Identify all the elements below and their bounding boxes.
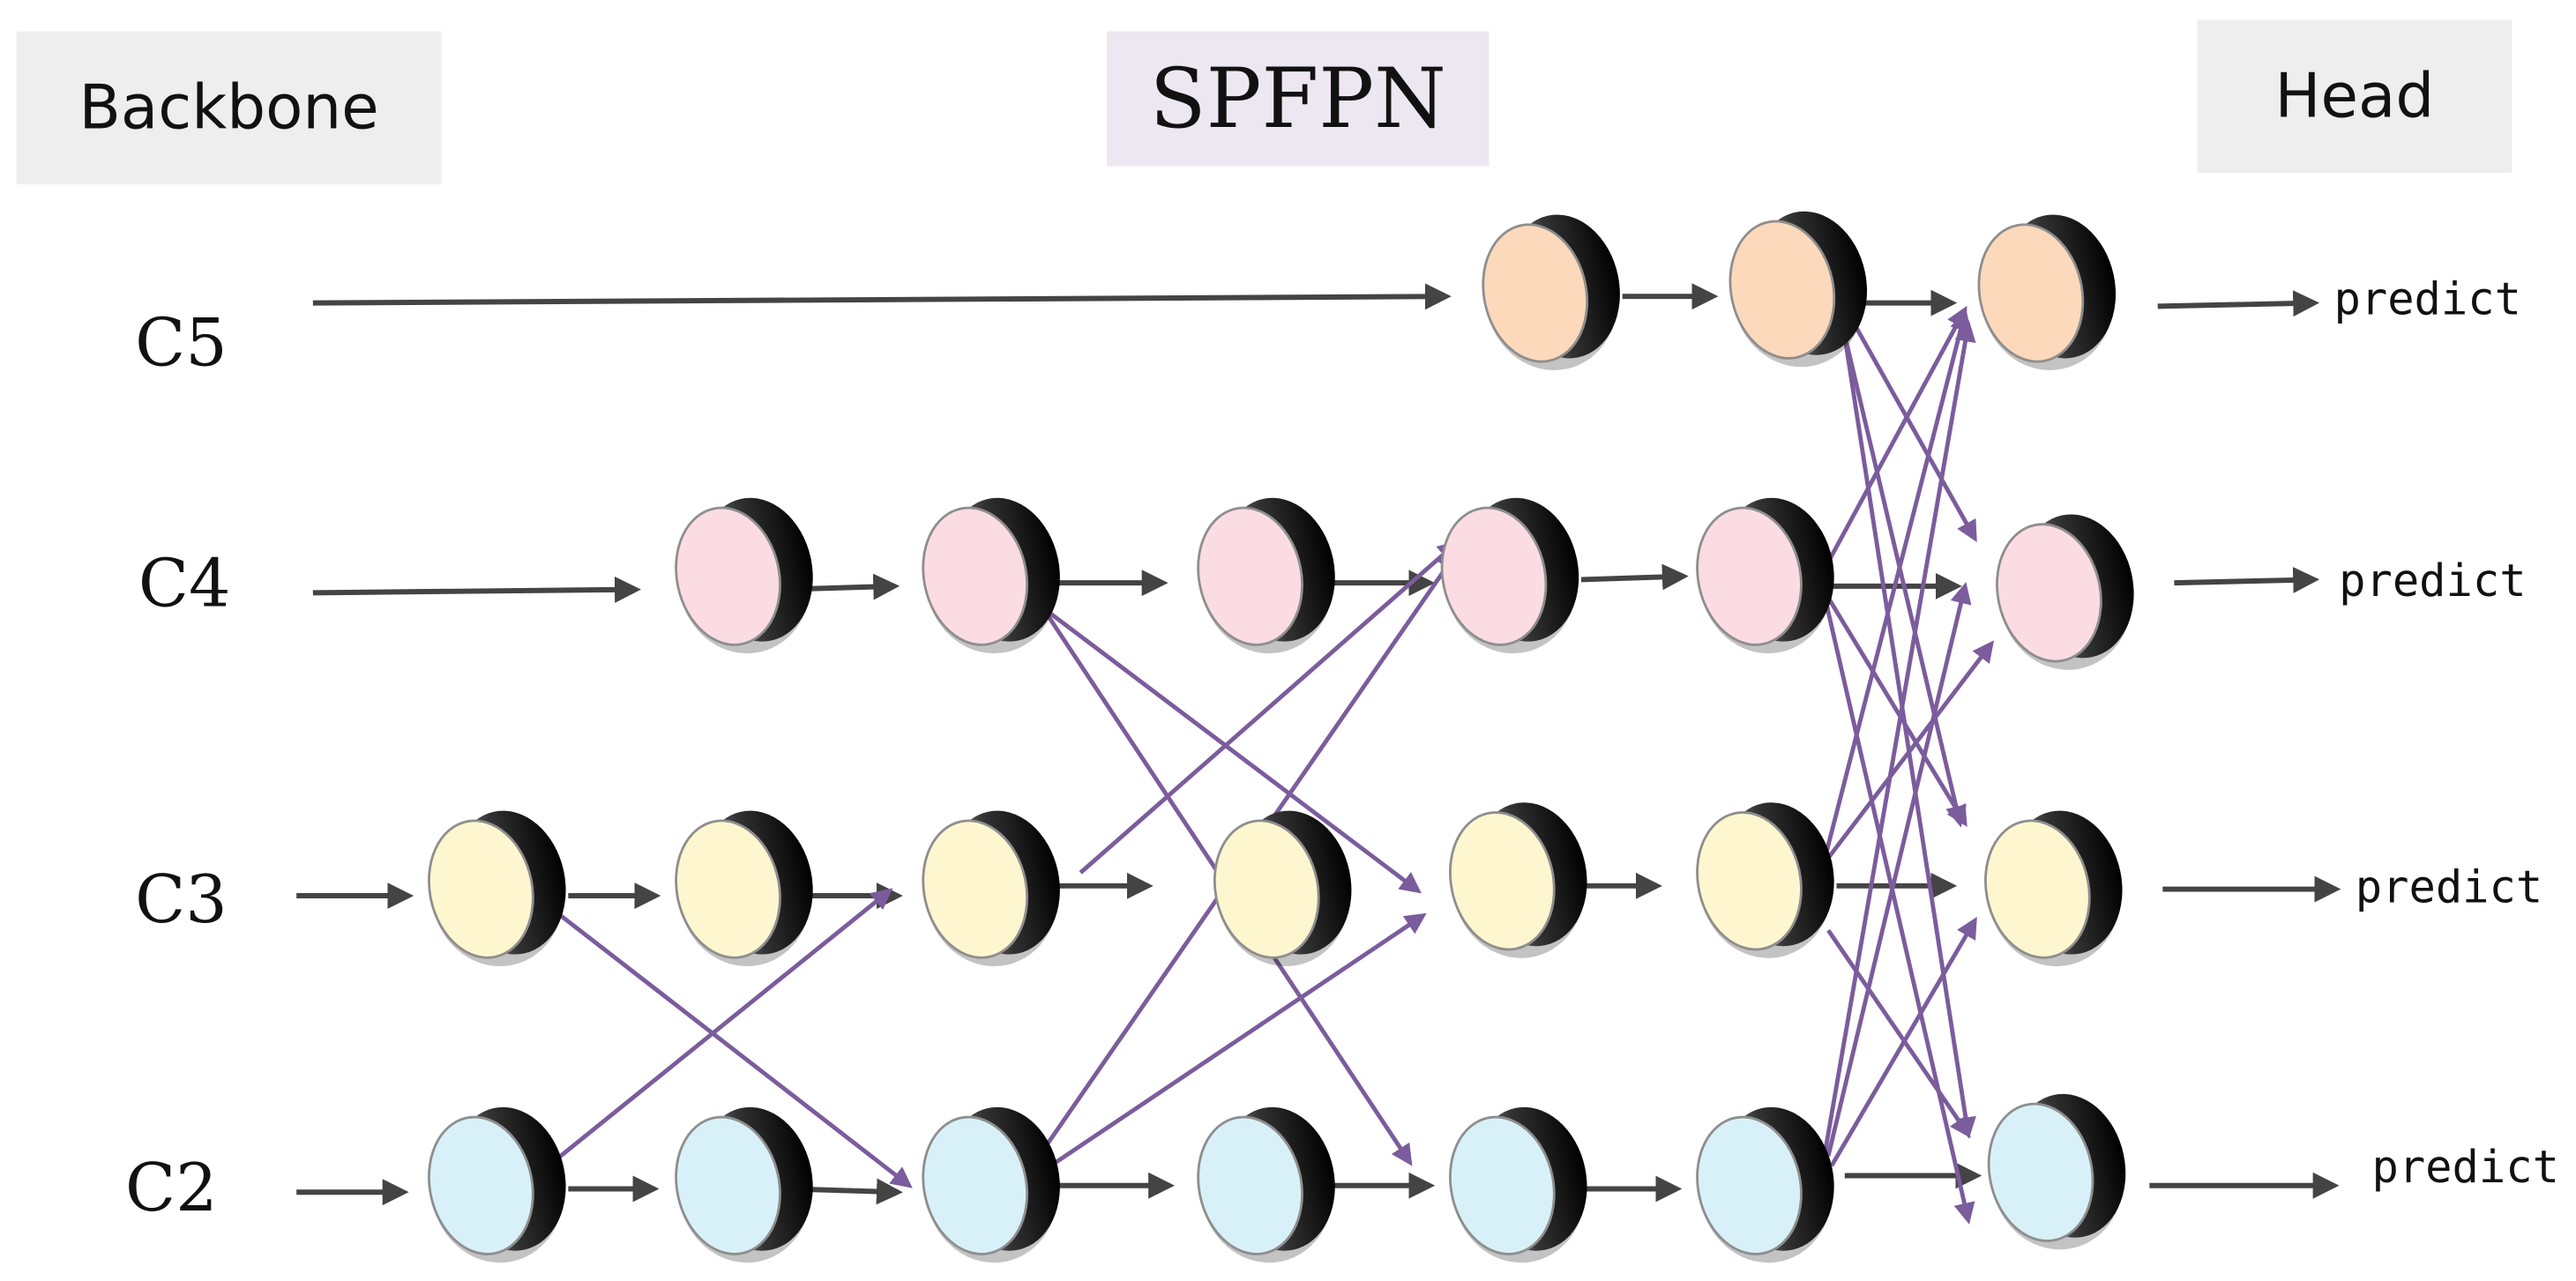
feature-node-c3-6 bbox=[1696, 802, 1834, 958]
cross-connection-arrow-15 bbox=[1826, 640, 1994, 860]
feature-node-c3-4 bbox=[1213, 810, 1352, 967]
feature-node-c3-1 bbox=[428, 810, 566, 967]
predict-label-c3: predict bbox=[2356, 860, 2542, 912]
cross-connection-arrow-5 bbox=[1079, 540, 1460, 875]
cross-connection-arrow-2 bbox=[541, 900, 913, 1188]
arrow-c5-1 bbox=[312, 283, 1452, 310]
feature-node-c3-3 bbox=[922, 810, 1060, 967]
cross-connection-arrow-17 bbox=[1823, 320, 1976, 1153]
feature-node-c4-4 bbox=[1440, 497, 1579, 654]
arrow-c4-5 bbox=[1580, 563, 1689, 591]
arrow-c5-4 bbox=[2157, 290, 2320, 317]
backbone-title: Backbone bbox=[78, 72, 379, 144]
backbone-header: Backbone bbox=[16, 31, 442, 185]
predict-label-c2: predict bbox=[2371, 1141, 2558, 1193]
feature-node-c3-5 bbox=[1449, 802, 1587, 958]
feature-node-c4-6 bbox=[1996, 514, 2134, 670]
feature-node-c5-3 bbox=[1977, 214, 2117, 370]
feature-node-c2-2 bbox=[675, 1106, 813, 1263]
cross-connection-arrow-19 bbox=[1829, 916, 1977, 1167]
level-label-c2: C2 bbox=[125, 1150, 218, 1226]
feature-node-c2-5 bbox=[1449, 1106, 1587, 1263]
cross-connection-arrow-18 bbox=[1826, 582, 1972, 1157]
feature-node-c4-2 bbox=[922, 497, 1060, 654]
cross-connection-arrow-3 bbox=[1048, 610, 1422, 894]
predict-label-c4: predict bbox=[2339, 555, 2526, 607]
feature-node-c2-3 bbox=[922, 1106, 1060, 1263]
level-label-c5: C5 bbox=[135, 305, 228, 382]
arrow-c4-7 bbox=[2174, 567, 2320, 593]
cross-connection-arrow-16 bbox=[1826, 928, 1971, 1138]
feature-node-c5-1 bbox=[1482, 214, 1620, 370]
predict-label-c5: predict bbox=[2334, 273, 2521, 325]
head-header: Head bbox=[2197, 19, 2513, 174]
feature-node-c4-5 bbox=[1696, 497, 1834, 654]
cross-connection-arrow-11 bbox=[1823, 305, 1967, 570]
feature-node-c2-1 bbox=[428, 1106, 566, 1263]
level-label-c3: C3 bbox=[135, 861, 228, 938]
cross-connection-arrow-13 bbox=[1823, 597, 1975, 1225]
feature-node-c4-3 bbox=[1197, 497, 1335, 654]
feature-node-c4-1 bbox=[675, 497, 813, 654]
feature-node-c3-2 bbox=[675, 810, 813, 967]
feature-node-c2-7 bbox=[1987, 1093, 2126, 1250]
spfpn-header: SPFPN bbox=[1107, 31, 1490, 167]
feature-node-c3-7 bbox=[1984, 810, 2123, 967]
arrow-c4-1 bbox=[312, 576, 641, 603]
cross-connection-arrow-1 bbox=[539, 888, 893, 1174]
level-label-c4: C4 bbox=[138, 545, 231, 622]
feature-node-c5-2 bbox=[1729, 211, 1868, 368]
cross-connection-arrow-7 bbox=[1029, 912, 1427, 1181]
cross-connection-arrow-14 bbox=[1823, 309, 1972, 859]
feature-node-c2-6 bbox=[1696, 1106, 1834, 1263]
spfpn-title: SPFPN bbox=[1149, 50, 1446, 147]
feature-node-c2-4 bbox=[1197, 1106, 1335, 1263]
head-title: Head bbox=[2274, 61, 2435, 132]
cross-connection-arrow-9 bbox=[1831, 286, 1967, 828]
cross-connection-arrow-12 bbox=[1826, 596, 1967, 828]
